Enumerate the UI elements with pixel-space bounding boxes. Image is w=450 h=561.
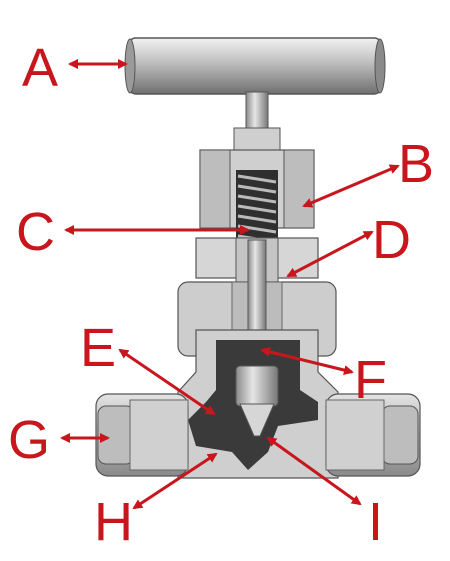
label-g: G — [8, 410, 50, 470]
arrow-e — [118, 348, 216, 416]
label-b: B — [398, 134, 434, 194]
label-d: D — [372, 210, 411, 270]
arrow-i — [266, 436, 362, 506]
callout-arrows — [60, 59, 400, 510]
label-i: I — [368, 492, 383, 552]
arrow-h — [132, 452, 218, 510]
bonnet-nut — [199, 127, 315, 229]
label-h: H — [94, 492, 133, 552]
label-a: A — [22, 38, 58, 98]
needle-tip — [235, 365, 279, 437]
arrow-b — [302, 164, 400, 208]
label-c: C — [16, 202, 55, 262]
arrow-f — [260, 347, 354, 375]
label-f: F — [354, 350, 387, 410]
label-e: E — [80, 318, 116, 378]
handle — [124, 37, 386, 95]
arrow-d — [286, 230, 374, 278]
left-port — [95, 393, 189, 477]
